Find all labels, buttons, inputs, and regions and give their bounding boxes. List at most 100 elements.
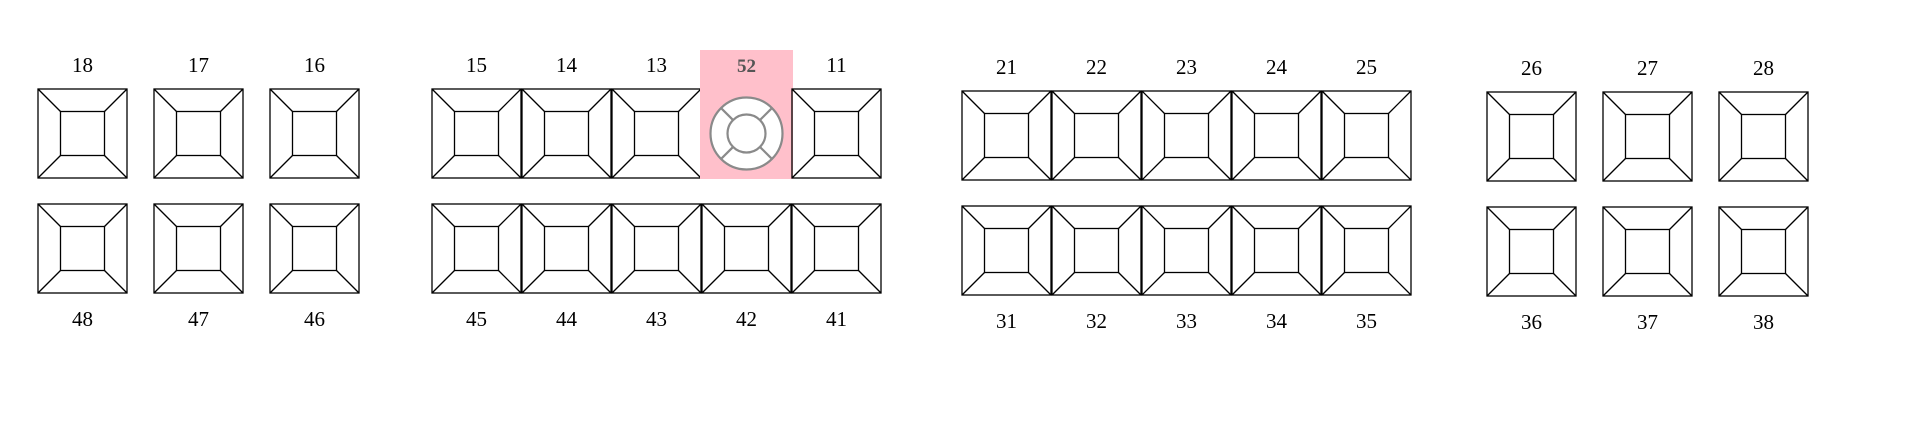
tooth-14[interactable]: 14: [521, 53, 612, 179]
tooth-number: 36: [1521, 310, 1542, 334]
tooth-27[interactable]: 27: [1602, 56, 1693, 182]
tooth-25[interactable]: 25: [1321, 55, 1412, 181]
tooth-number: 43: [646, 307, 667, 331]
tooth-number: 21: [996, 55, 1017, 79]
tooth-41[interactable]: 41: [791, 203, 882, 331]
tooth-surface-icon: [431, 203, 522, 294]
tooth-31[interactable]: 31: [961, 205, 1052, 333]
tooth-surface-icon: [1486, 91, 1577, 182]
tooth-number: 25: [1356, 55, 1377, 79]
tooth-24[interactable]: 24: [1231, 55, 1322, 181]
tooth-root-icon: [709, 96, 784, 171]
tooth-16[interactable]: 16: [269, 53, 360, 179]
tooth-34[interactable]: 34: [1231, 205, 1322, 333]
tooth-number: 45: [466, 307, 487, 331]
tooth-number: 44: [556, 307, 578, 331]
tooth-number: 18: [72, 53, 93, 77]
tooth-surface-icon: [1231, 205, 1322, 296]
tooth-number: 42: [736, 307, 757, 331]
lower-quadrant-group-4: 36 37 38: [1486, 206, 1809, 334]
tooth-number: 41: [826, 307, 847, 331]
tooth-surface-icon: [1141, 205, 1232, 296]
tooth-number: 32: [1086, 309, 1107, 333]
tooth-42[interactable]: 42: [701, 203, 792, 331]
tooth-number: 48: [72, 307, 93, 331]
tooth-number: 38: [1753, 310, 1774, 334]
tooth-surface-icon: [37, 88, 128, 179]
tooth-38[interactable]: 38: [1718, 206, 1809, 334]
tooth-17[interactable]: 17: [153, 53, 244, 179]
tooth-11[interactable]: 11: [791, 53, 882, 179]
tooth-33[interactable]: 33: [1141, 205, 1232, 333]
tooth-surface-icon: [1718, 91, 1809, 182]
tooth-44[interactable]: 44: [521, 203, 612, 331]
tooth-32[interactable]: 32: [1051, 205, 1142, 333]
tooth-surface-icon: [1718, 206, 1809, 297]
tooth-number: 17: [188, 53, 209, 77]
tooth-35[interactable]: 35: [1321, 205, 1412, 333]
tooth-surface-icon: [1051, 90, 1142, 181]
tooth-surface-icon: [521, 203, 612, 294]
tooth-surface-icon: [521, 88, 612, 179]
tooth-number: 22: [1086, 55, 1107, 79]
lower-arch: 48 47 46 45 44 43 42 41 31 32 33 34 35 36 37 38: [37, 203, 1809, 334]
tooth-28[interactable]: 28: [1718, 56, 1809, 182]
tooth-number: 37: [1637, 310, 1658, 334]
tooth-number: 35: [1356, 309, 1377, 333]
tooth-surface-icon: [1141, 90, 1232, 181]
tooth-surface-icon: [153, 88, 244, 179]
tooth-number: 28: [1753, 56, 1774, 80]
tooth-26[interactable]: 26: [1486, 56, 1577, 182]
tooth-21[interactable]: 21: [961, 55, 1052, 181]
tooth-surface-icon: [701, 203, 792, 294]
tooth-surface-icon: [431, 88, 522, 179]
lower-quadrant-group-2: 45 44 43 42 41: [431, 203, 882, 331]
tooth-number: 33: [1176, 309, 1197, 333]
tooth-surface-icon: [791, 203, 882, 294]
tooth-surface-icon: [1051, 205, 1142, 296]
tooth-number: 26: [1521, 56, 1542, 80]
tooth-43[interactable]: 43: [611, 203, 702, 331]
tooth-15[interactable]: 15: [431, 53, 522, 179]
tooth-number: 34: [1266, 309, 1288, 333]
tooth-surface-icon: [1231, 90, 1322, 181]
tooth-number: 13: [646, 53, 667, 77]
tooth-number: 24: [1266, 55, 1288, 79]
tooth-52[interactable]: 52: [700, 50, 793, 179]
tooth-surface-icon: [611, 88, 702, 179]
tooth-36[interactable]: 36: [1486, 206, 1577, 334]
tooth-number: 23: [1176, 55, 1197, 79]
tooth-number: 27: [1637, 56, 1658, 80]
tooth-46[interactable]: 46: [269, 203, 360, 331]
tooth-45[interactable]: 45: [431, 203, 522, 331]
lower-quadrant-group-3: 31 32 33 34 35: [961, 205, 1412, 333]
lower-quadrant-group-1: 48 47 46: [37, 203, 360, 331]
tooth-number: 31: [996, 309, 1017, 333]
tooth-13[interactable]: 13: [611, 53, 702, 179]
tooth-surface-icon: [611, 203, 702, 294]
upper-quadrant-group-3: 21 22 23 24 25: [961, 55, 1412, 181]
tooth-23[interactable]: 23: [1141, 55, 1232, 181]
tooth-number: 52: [737, 56, 756, 77]
tooth-48[interactable]: 48: [37, 203, 128, 331]
tooth-47[interactable]: 47: [153, 203, 244, 331]
tooth-22[interactable]: 22: [1051, 55, 1142, 181]
tooth-surface-icon: [1321, 205, 1412, 296]
tooth-surface-icon: [1602, 91, 1693, 182]
tooth-surface-icon: [269, 88, 360, 179]
tooth-18[interactable]: 18: [37, 53, 128, 179]
tooth-surface-icon: [153, 203, 244, 294]
tooth-surface-icon: [791, 88, 882, 179]
tooth-number: 46: [304, 307, 325, 331]
tooth-surface-icon: [37, 203, 128, 294]
tooth-37[interactable]: 37: [1602, 206, 1693, 334]
tooth-number: 47: [188, 307, 209, 331]
tooth-surface-icon: [961, 90, 1052, 181]
tooth-surface-icon: [1602, 206, 1693, 297]
tooth-surface-icon: [1321, 90, 1412, 181]
tooth-number: 16: [304, 53, 325, 77]
